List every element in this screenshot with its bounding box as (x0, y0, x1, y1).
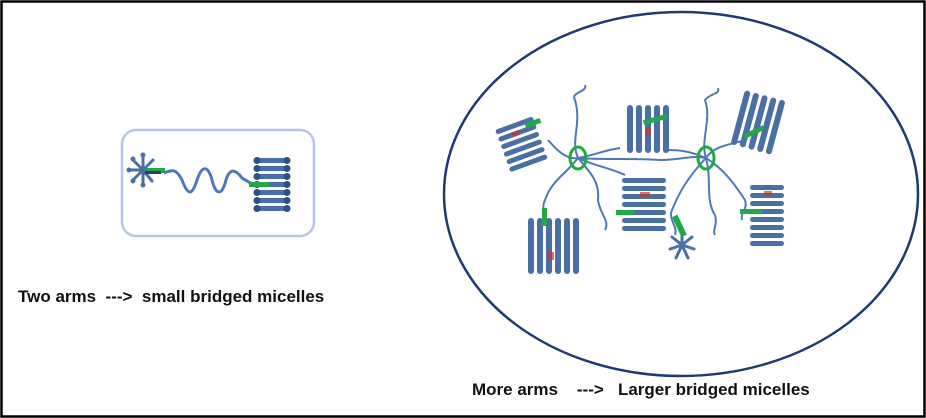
lamellar-stack-icon (495, 117, 548, 172)
multi-arm-micelle-panel (442, 10, 920, 378)
lamellar-stack-icon (528, 208, 579, 274)
crosslink-ring (568, 145, 588, 171)
lamellar-stack-icon (627, 105, 669, 153)
lamellar-stack-icon (249, 157, 291, 212)
caption-more-arms: More arms ---> Larger bridged micelles (472, 380, 810, 399)
star-micelle-icon (668, 214, 696, 260)
lamellar-stack-icon (740, 185, 784, 246)
lamellar-stack-icon (731, 90, 785, 155)
polymer-chain (163, 167, 253, 194)
large-micelle-ellipse (442, 10, 920, 378)
crosslink-ring (696, 145, 716, 171)
star-micelle-icon (126, 152, 165, 188)
caption-two-arms: Two arms ---> small bridged micelles (18, 287, 325, 306)
two-arm-micelle-panel (120, 128, 316, 238)
lamellar-stack-icon (616, 178, 666, 231)
